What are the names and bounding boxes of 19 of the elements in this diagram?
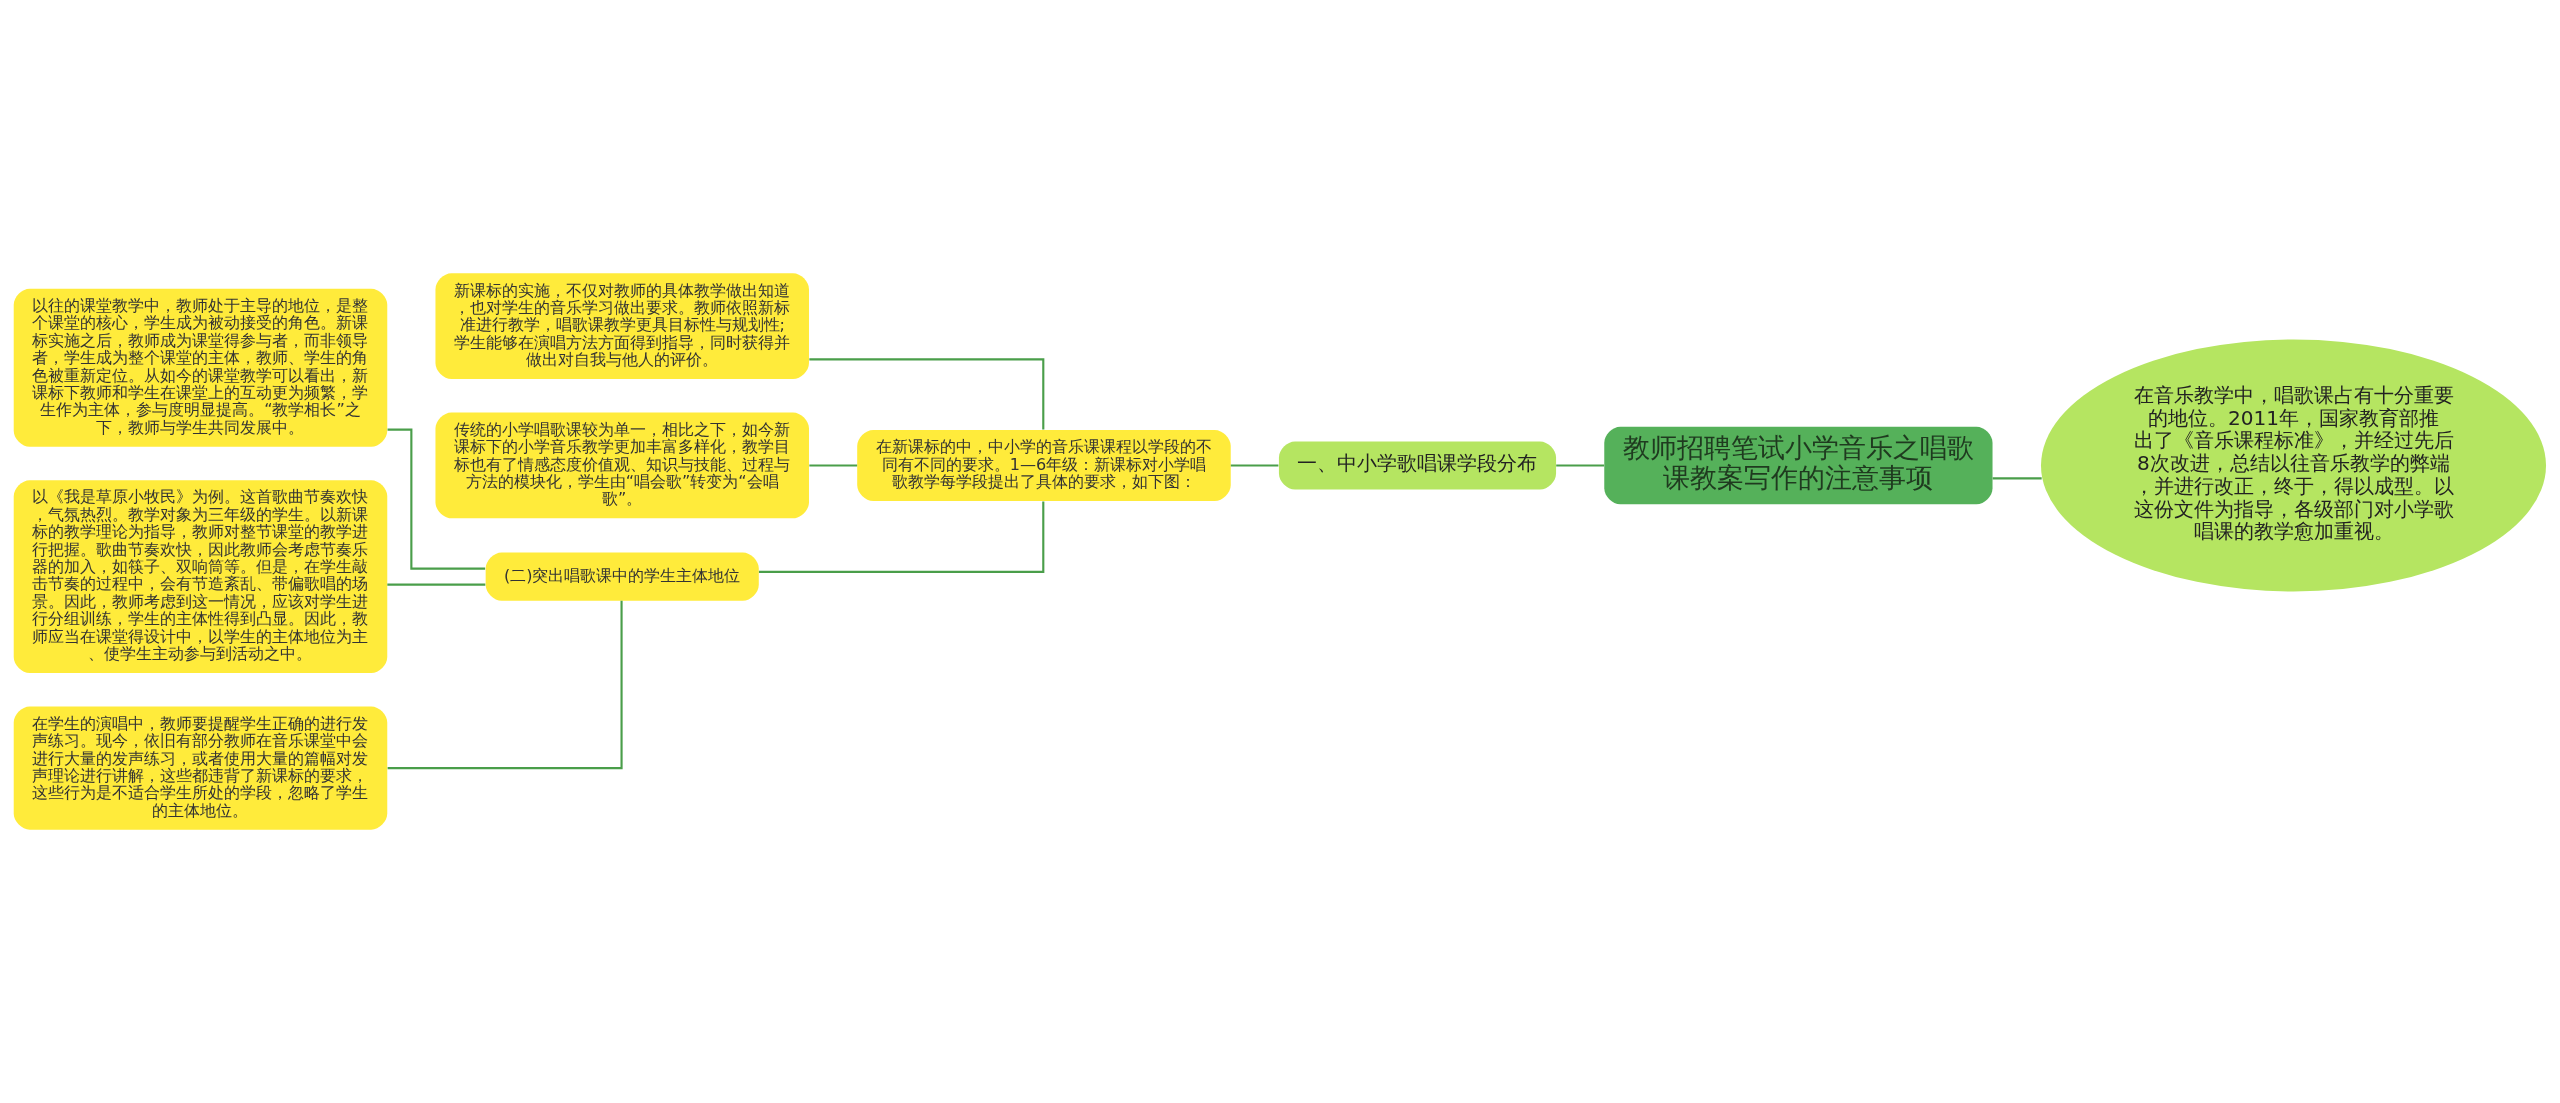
connector (1992, 477, 2042, 480)
node-box: 在学生的演唱中，教师要提醒学生正确的进行发声练习。现今，依旧有部分教师在音乐课堂中会进行大量的发声练习，或者使用大量的篇幅对发声理论进行讲解，这些都违背了新课标的要求，这些行为是不适合学生所处的学段，忽略了学生的主体地位。 (13, 706, 388, 830)
connector (809, 464, 858, 467)
connector (1556, 464, 1605, 467)
connector (387, 428, 486, 570)
node-ellipse: 在音乐教学中，唱歌课占有十分重要的地位。2011年，国家教育部推出了《音乐课程标准》，并经过先后8次改进，总结以往音乐教学的弊端，并进行改正，终于，得以成型。以这份文件为指导，各级部门对小学歌唱课的教学愈加重视。 (2041, 339, 2546, 592)
node-box: 在新课标的中，中小学的音乐课课程以学段的不同有不同的要求。1—6年级：新课标对小学唱歌教学每学段提出了具体的要求，如下图： (857, 430, 1231, 501)
connector (387, 600, 623, 770)
connector (387, 583, 486, 586)
connector (809, 358, 1045, 430)
connector (758, 501, 1045, 573)
node-box: 传统的小学唱歌课较为单一，相比之下，如今新课标下的小学音乐教学更加丰富多样化，教学目标也有了情感态度价值观、知识与技能、过程与方法的模块化，学生由“唱会歌”转变为“会唱歌”。 (435, 412, 809, 519)
connector (1230, 464, 1279, 467)
node-box: 以《我是草原小牧民》为例。这首歌曲节奏欢快，气氛热烈。教学对象为三年级的学生。以新课标的教学理论为指导，教师对整节课堂的教学进行把握。歌曲节奏欢快，因此教师会考虑节奏乐器的加入，如筷子、双响筒等。但是，在学生敲击节奏的过程中，会有节造紊乱、带偏歌唱的场景。因此，教师考虑到这一情况，应该对学生进行分组训练，学生的主体性得到凸显。因此，教师应当在课堂得设计中，以学生的主体地位为主、使学生主动参与到活动之中。 (13, 480, 388, 673)
node-box: 教师招聘笔试小学音乐之唱歌课教案写作的注意事项 (1604, 426, 1993, 505)
node-box: (二)突出唱歌课中的学生主体地位 (485, 552, 759, 601)
node-box: 以往的课堂教学中，教师处于主导的地位，是整个课堂的核心，学生成为被动接受的角色。新课标实施之后，教师成为课堂得参与者，而非领导者，学生成为整个课堂的主体，教师、学生的角色被重新定位。从如今的课堂教学可以看出，新课标下教师和学生在课堂上的互动更为频繁，学生作为主体，参与度明显提高。“教学相长”之下，教师与学生共同发展中。 (13, 288, 388, 447)
node-box: 一、中小学歌唱课学段分布 (1278, 441, 1557, 490)
node-box: 新课标的实施，不仅对教师的具体教学做出知道，也对学生的音乐学习做出要求。教师依照新标准进行教学，唱歌课教学更具目标性与规划性;学生能够在演唱方法方面得到指导，同时获得并做出对自我与他人的评价。 (435, 273, 809, 380)
